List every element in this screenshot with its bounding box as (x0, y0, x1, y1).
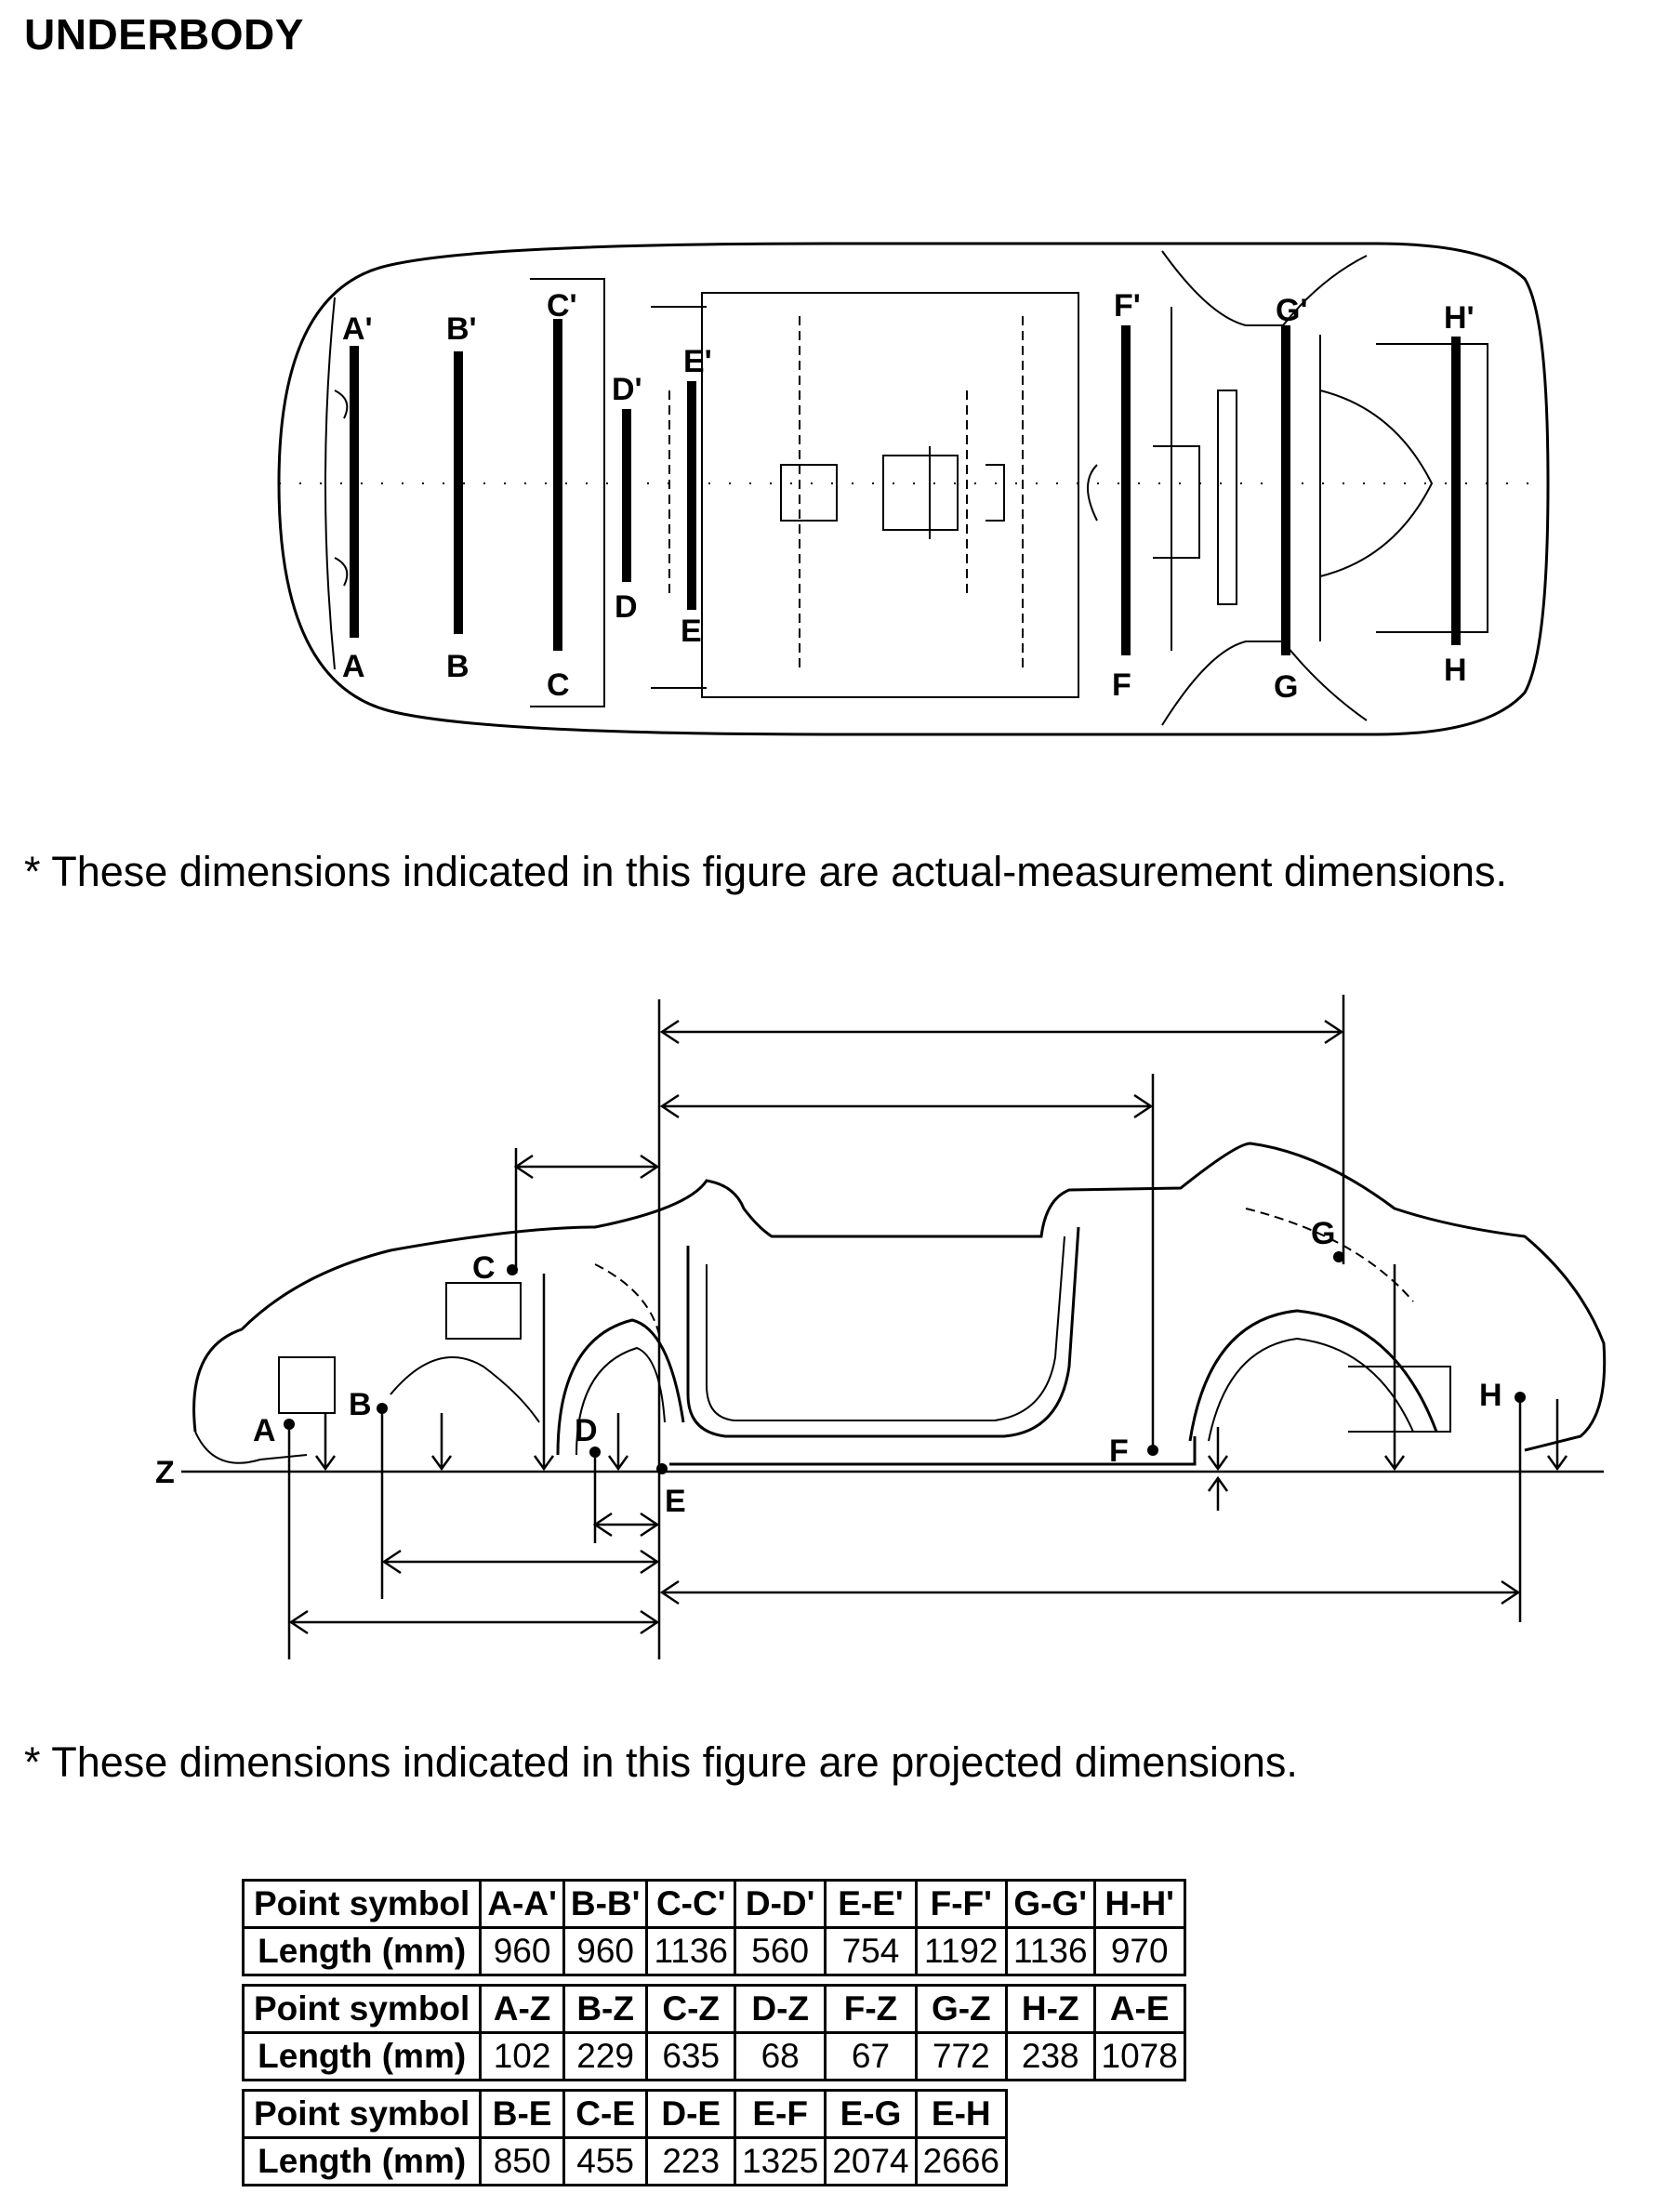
side-label-g: G (1311, 1216, 1335, 1251)
length-cell: 229 (562, 2031, 649, 2081)
symbol-cell: E-H (914, 2089, 1008, 2139)
length-cell: 960 (562, 1926, 649, 1976)
table-row: Point symbol A-A' B-B' C-C' D-D' E-E' F-… (241, 1879, 1186, 1929)
underbody-top-view: A' B' C' D' E' F' G' H' A B C D E F G H (277, 242, 1550, 736)
dimensions-table: Point symbol A-A' B-B' C-C' D-D' E-E' F-… (241, 1879, 1186, 2186)
dim-a-e (288, 1609, 660, 1635)
length-cell: 850 (479, 2136, 565, 2186)
label-e-prime: E' (683, 344, 712, 379)
header-length: Length (mm) (241, 1926, 483, 1976)
label-b-prime: B' (446, 311, 477, 347)
label-h: H (1444, 653, 1467, 688)
symbol-cell: D-D' (734, 1879, 827, 1929)
symbol-cell: H-H' (1092, 1879, 1186, 1929)
table-row: Point symbol B-E C-E D-E E-F E-G E-H (241, 2089, 1185, 2139)
length-cell: 455 (562, 2136, 649, 2186)
label-d-prime: D' (612, 372, 642, 407)
side-label-c: C (472, 1250, 496, 1286)
table-row: Length (mm) 960 960 1136 560 754 1192 11… (241, 1926, 1186, 1976)
length-cell: 635 (645, 2031, 737, 2081)
dim-e-g (659, 1019, 1344, 1045)
label-a-prime: A' (342, 311, 373, 347)
side-outline (192, 1142, 1607, 1452)
dim-b-e (381, 1549, 660, 1575)
header-length: Length (mm) (241, 2136, 483, 2186)
label-g: G (1274, 669, 1298, 705)
symbol-cell: B-Z (562, 1984, 649, 2034)
symbol-cell: F-F' (914, 1879, 1008, 1929)
header-point-symbol: Point symbol (241, 1984, 483, 2034)
symbol-cell: C-C' (645, 1879, 737, 1929)
label-a: A (342, 649, 365, 684)
side-label-f: F (1109, 1433, 1129, 1469)
label-b: B (446, 649, 470, 684)
dim-e-f (659, 1093, 1154, 1119)
note-actual-measurement: * These dimensions indicated in this fig… (24, 848, 1507, 895)
label-d: D (615, 589, 638, 625)
length-cell: 960 (479, 1926, 565, 1976)
length-cell: 754 (824, 1926, 918, 1976)
label-z: Z (155, 1455, 175, 1490)
symbol-cell: G-Z (914, 1984, 1008, 2034)
header-length: Length (mm) (241, 2031, 483, 2081)
length-cell: 560 (734, 1926, 827, 1976)
label-c: C (547, 667, 570, 703)
length-cell: 970 (1092, 1926, 1186, 1976)
length-cell: 772 (914, 2031, 1008, 2081)
dim-c-e (513, 1154, 660, 1180)
header-point-symbol: Point symbol (241, 2089, 483, 2139)
table-row: Length (mm) 850 455 223 1325 2074 2666 (241, 2136, 1185, 2186)
label-e: E (681, 614, 702, 649)
length-cell: 1136 (645, 1926, 737, 1976)
length-cell: 67 (824, 2031, 918, 2081)
symbol-cell: E-G (824, 2089, 918, 2139)
length-cell: 1192 (914, 1926, 1008, 1976)
symbol-cell: B-B' (562, 1879, 649, 1929)
length-cell: 2074 (824, 2136, 918, 2186)
length-cell: 2666 (914, 2136, 1008, 2186)
length-cell: 1136 (1004, 1926, 1096, 1976)
label-g-prime: G' (1276, 293, 1308, 328)
length-cell: 1078 (1092, 2031, 1186, 2081)
length-cell: 238 (1004, 2031, 1096, 2081)
table-row: Point symbol A-Z B-Z C-Z D-Z F-Z G-Z H-Z… (241, 1984, 1186, 2034)
symbol-cell: B-E (479, 2089, 565, 2139)
length-cell: 223 (645, 2136, 737, 2186)
header-point-symbol: Point symbol (241, 1879, 483, 1929)
side-label-e: E (665, 1484, 686, 1519)
label-c-prime: C' (547, 288, 577, 324)
table-row: Length (mm) 102 229 635 68 67 772 238 10… (241, 2031, 1186, 2081)
side-label-d: D (575, 1413, 598, 1448)
label-h-prime: H' (1444, 300, 1475, 336)
page-title: UNDERBODY (24, 10, 304, 59)
side-label-a: A (253, 1413, 276, 1448)
symbol-cell: E-E' (824, 1879, 918, 1929)
symbol-cell: F-Z (824, 1984, 918, 2034)
length-cell: 1325 (734, 2136, 827, 2186)
side-label-h: H (1479, 1378, 1502, 1413)
symbol-cell: A-Z (479, 1984, 565, 2034)
symbol-cell: D-E (645, 2089, 737, 2139)
label-f: F (1112, 667, 1131, 703)
side-view: Z A B C D E F G H (155, 995, 1607, 1659)
symbol-cell: H-Z (1004, 1984, 1096, 2034)
symbol-cell: D-Z (734, 1984, 827, 2034)
length-cell: 102 (479, 2031, 565, 2081)
note-projected: * These dimensions indicated in this fig… (24, 1738, 1298, 1786)
side-label-b: B (349, 1387, 372, 1422)
symbol-cell: E-F (734, 2089, 827, 2139)
symbol-cell: C-E (562, 2089, 649, 2139)
dim-d-e (592, 1512, 660, 1538)
length-cell: 68 (734, 2031, 827, 2081)
label-f-prime: F' (1114, 288, 1141, 324)
dim-e-h (659, 1579, 1521, 1605)
symbol-cell: A-E (1092, 1984, 1186, 2034)
symbol-cell: G-G' (1004, 1879, 1096, 1929)
symbol-cell: C-Z (645, 1984, 737, 2034)
symbol-cell: A-A' (479, 1879, 565, 1929)
